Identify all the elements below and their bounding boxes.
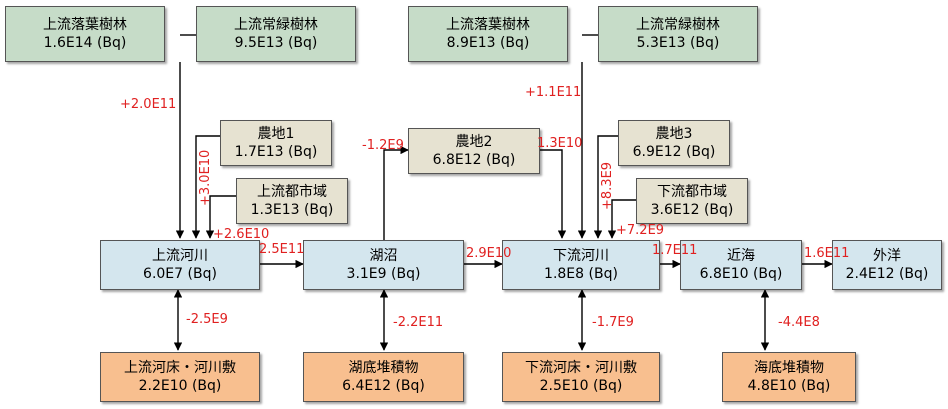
flow-label-lake-sediment: -2.2E11 [393,315,444,330]
node-lower-urban-area: 下流都市域 3.6E12 (Bq) [636,178,748,224]
flow-label-lake-to-lower: 2.9E10 [466,246,512,261]
node-value: 8.9E13 (Bq) [446,35,530,51]
node-name: 湖底堆積物 [348,360,419,376]
node-name: 湖沼 [369,248,398,264]
node-name: 海底堆積物 [754,360,824,376]
flow-label-coast-sediment: -4.4E8 [778,315,820,330]
node-value: 2.5E10 (Bq) [539,378,623,394]
flow-label-farm2-to-lower: 1.3E10 [537,136,583,151]
node-upper-evergreen-forest-2: 上流常緑樹林 5.3E13 (Bq) [598,6,758,62]
node-value: 3.1E9 (Bq) [346,266,421,282]
node-value: 2.4E12 (Bq) [845,266,929,282]
node-value: 9.5E13 (Bq) [234,35,318,51]
flow-label-farm1: +3.0E10 [198,149,213,206]
arrow-city1-to-upper-river [205,195,236,239]
node-value: 1.8E8 (Bq) [544,266,618,282]
flow-label-upper-sediment: -2.5E9 [186,312,228,327]
node-lower-riverbed: 下流河床・河川敷 2.5E10 (Bq) [502,352,660,402]
node-seabed-sediment: 海底堆積物 4.8E10 (Bq) [722,352,856,402]
node-name: 農地3 [655,126,693,142]
node-value: 6.8E10 (Bq) [699,266,783,282]
node-lake-sediment: 湖底堆積物 6.4E12 (Bq) [303,352,464,402]
node-value: 6.9E12 (Bq) [632,144,716,160]
flow-label-forest1: +2.0E11 [120,97,177,112]
node-value: 1.6E14 (Bq) [43,35,127,51]
arrow-city2-to-lower-river [607,199,636,239]
node-farmland-3: 農地3 6.9E12 (Bq) [618,120,730,166]
flow-label-city1: +2.6E10 [213,227,270,242]
flow-label-farm3: +8.3E9 [600,161,615,210]
flow-label-forest2: +1.1E11 [525,85,582,100]
node-value: 3.6E12 (Bq) [650,202,734,218]
flow-label-lake-to-farm2: -1.2E9 [362,138,404,153]
node-name: 近海 [727,248,755,264]
node-name: 上流落葉樹林 [446,17,530,33]
node-value: 5.3E13 (Bq) [636,35,720,51]
node-lake: 湖沼 3.1E9 (Bq) [303,240,464,290]
node-upper-deciduous-forest-2: 上流落葉樹林 8.9E13 (Bq) [408,6,568,62]
node-name: 外洋 [873,248,901,264]
node-farmland-2: 農地2 6.8E12 (Bq) [408,128,540,174]
flow-label-up-to-lake: 2.5E11 [259,242,305,257]
flow-label-lower-sediment: -1.7E9 [592,315,634,330]
node-value: 6.0E7 (Bq) [143,266,217,282]
node-upper-river: 上流河川 6.0E7 (Bq) [100,240,260,290]
node-name: 下流都市域 [657,184,727,200]
node-name: 下流河床・河川敷 [525,360,637,376]
node-name: 上流河川 [152,248,208,264]
node-upper-deciduous-forest-1: 上流落葉樹林 1.6E14 (Bq) [5,6,165,62]
node-upper-riverbed: 上流河床・河川敷 2.2E10 (Bq) [100,352,260,402]
node-lower-river: 下流河川 1.8E8 (Bq) [502,240,660,290]
node-name: 上流常緑樹林 [234,17,318,33]
node-name: 下流河川 [553,248,609,264]
node-upper-urban-area: 上流都市域 1.3E13 (Bq) [236,178,348,224]
node-value: 1.7E13 (Bq) [234,144,318,160]
flow-label-city2: +7.2E9 [616,223,665,238]
node-farmland-1: 農地1 1.7E13 (Bq) [220,120,332,166]
node-name: 農地1 [257,126,295,142]
arrow-farm3-to-lower-river [593,135,618,239]
node-value: 1.3E13 (Bq) [250,202,334,218]
node-name: 上流都市域 [257,184,327,200]
node-open-ocean: 外洋 2.4E12 (Bq) [832,240,942,290]
node-name: 農地2 [455,134,493,150]
node-value: 2.2E10 (Bq) [138,378,222,394]
node-name: 上流常緑樹林 [636,17,720,33]
flow-label-coast-to-ocean: 1.6E11 [804,246,850,261]
node-name: 上流落葉樹林 [43,17,127,33]
arrow-farm1-to-upper-river [191,135,220,239]
node-value: 6.4E12 (Bq) [342,378,425,394]
node-upper-evergreen-forest-1: 上流常緑樹林 9.5E13 (Bq) [196,6,356,62]
node-coastal-sea: 近海 6.8E10 (Bq) [680,240,802,290]
arrow-farm2-to-lower-river [540,149,567,239]
node-name: 上流河床・河川敷 [124,360,236,376]
arrow-lake-to-farm2 [383,145,409,240]
node-value: 4.8E10 (Bq) [747,378,831,394]
node-value: 6.8E12 (Bq) [432,152,516,168]
flow-label-lower-to-coast: 1.7E11 [652,243,698,258]
